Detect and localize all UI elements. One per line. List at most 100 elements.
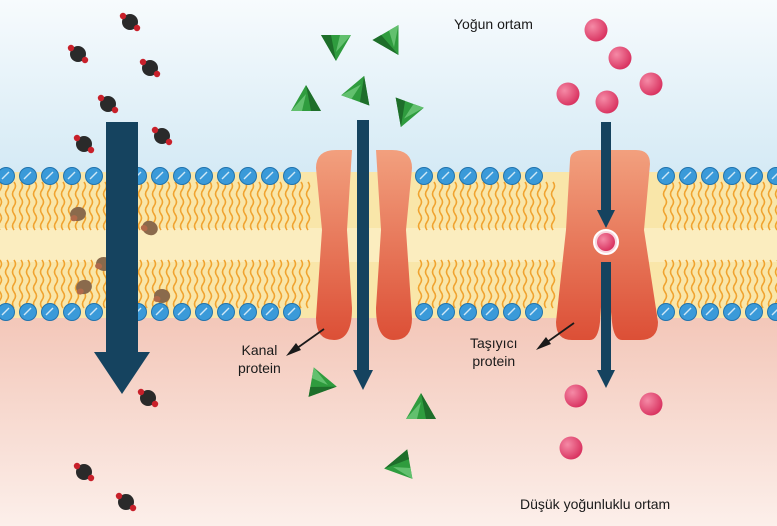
lipid-tail — [4, 181, 10, 231]
lipid-tail — [424, 181, 430, 231]
phospholipid-head-highlight — [749, 171, 758, 180]
phospholipid-head — [481, 303, 499, 321]
phospholipid-head — [723, 303, 741, 321]
phospholipid-head-highlight — [771, 173, 777, 180]
lipid-tail — [494, 259, 500, 309]
lipid-tail — [60, 259, 66, 309]
dark-molecule-atom — [97, 94, 105, 102]
lipid-tail — [235, 181, 241, 231]
green-molecule-highlight — [291, 94, 306, 111]
pink-molecule — [608, 46, 632, 70]
dark-molecule-atom — [139, 58, 147, 66]
dark-molecule-body — [122, 14, 138, 30]
channel-diffusion-arrow — [353, 120, 373, 390]
lipid-tail — [529, 259, 535, 309]
lipid-tail — [431, 259, 437, 309]
dark-molecule — [119, 12, 141, 32]
dissolved-molecule — [140, 220, 158, 236]
dark-molecule — [73, 134, 95, 154]
phospholipid-head-highlight — [419, 307, 428, 316]
phospholipid-head — [767, 303, 777, 321]
dark-molecule-body — [76, 136, 92, 152]
lipid-tail — [32, 181, 38, 231]
lipid-tail — [270, 181, 276, 231]
phospholipid-head — [437, 167, 455, 185]
dissolved-molecule-body — [142, 220, 158, 236]
phospholipid-head-highlight — [177, 171, 186, 180]
green-molecule-shade — [395, 97, 406, 128]
lipid-tail — [473, 181, 479, 231]
phospholipid-head — [151, 167, 169, 185]
phospholipid-head — [679, 167, 697, 185]
lipid-tail — [760, 181, 766, 231]
pink-molecule — [556, 82, 580, 106]
green-molecule — [395, 97, 424, 128]
phospholipid-head-highlight — [529, 307, 538, 316]
lipid-tail — [53, 259, 59, 309]
lipid-tail — [102, 181, 108, 231]
phospholipid-head — [283, 303, 301, 321]
lipid-tail — [718, 181, 724, 231]
lipid-tail — [95, 181, 101, 231]
lipid-tail — [81, 181, 87, 231]
phospholipid-head-highlight — [155, 307, 164, 316]
lipid-tail — [39, 259, 45, 309]
dark-molecule-body — [76, 464, 92, 480]
lipid-tail — [200, 181, 206, 231]
phospholipid-head-highlight — [771, 309, 777, 316]
phospholipid-head-highlight — [749, 307, 758, 316]
channel-protein-label-line2: protein — [238, 359, 281, 376]
lipid-tail — [424, 259, 430, 309]
lipid-tail — [74, 259, 80, 309]
lipid-tail — [487, 181, 493, 231]
lipid-tail — [18, 181, 24, 231]
phospholipid-head-highlight — [199, 171, 208, 180]
lipid-tail — [151, 181, 157, 231]
channel-protein-right-half — [376, 150, 412, 340]
lipid-tail — [305, 259, 311, 309]
phospholipid-head — [723, 167, 741, 185]
lipid-tail — [298, 181, 304, 231]
green-molecule-highlight — [336, 35, 351, 52]
high-concentration-label: Yoğun ortam — [454, 16, 533, 32]
lipid-tail — [711, 181, 717, 231]
dark-molecule-atom — [119, 12, 127, 20]
lipid-tail — [529, 181, 535, 231]
lipid-tail — [417, 259, 423, 309]
pink-molecule — [639, 72, 663, 96]
channel-protein-label-line1: Kanal — [241, 342, 278, 358]
green-molecule — [321, 35, 351, 61]
lipid-tail — [270, 259, 276, 309]
dark-molecule-atom — [111, 106, 119, 114]
phospholipid-head — [0, 167, 15, 185]
phospholipid-head — [459, 167, 477, 185]
pink-molecule — [639, 392, 663, 416]
phospholipid-head-highlight — [265, 307, 274, 316]
lipid-tail — [228, 259, 234, 309]
channel-protein — [316, 150, 412, 340]
lipid-tail — [459, 259, 465, 309]
lipid-tail — [501, 259, 507, 309]
phospholipid-head — [679, 303, 697, 321]
lipid-tail — [753, 181, 759, 231]
channel-protein-pointer — [286, 328, 325, 356]
green-molecule — [372, 24, 399, 55]
phospholipid-head-highlight — [661, 307, 670, 316]
phospholipid-head — [503, 303, 521, 321]
phospholipid-head-highlight — [221, 307, 230, 316]
phospholipid-head-highlight — [507, 171, 516, 180]
dark-molecule — [115, 492, 137, 512]
lipid-tail — [473, 259, 479, 309]
carrier-protein — [556, 150, 658, 340]
lipid-tail — [256, 259, 262, 309]
phospholipid-head — [217, 167, 235, 185]
lipid-tail — [4, 259, 10, 309]
dark-molecule-atom — [87, 474, 95, 482]
dissolved-molecule — [76, 279, 92, 295]
lipid-tail — [536, 259, 542, 309]
dark-molecule-atom — [133, 24, 141, 32]
green-molecule-shade — [372, 34, 399, 55]
lipid-tail — [74, 181, 80, 231]
phospholipid-head-highlight — [705, 171, 714, 180]
carrier-protein-label-line1: Taşıyıcı — [470, 335, 518, 351]
